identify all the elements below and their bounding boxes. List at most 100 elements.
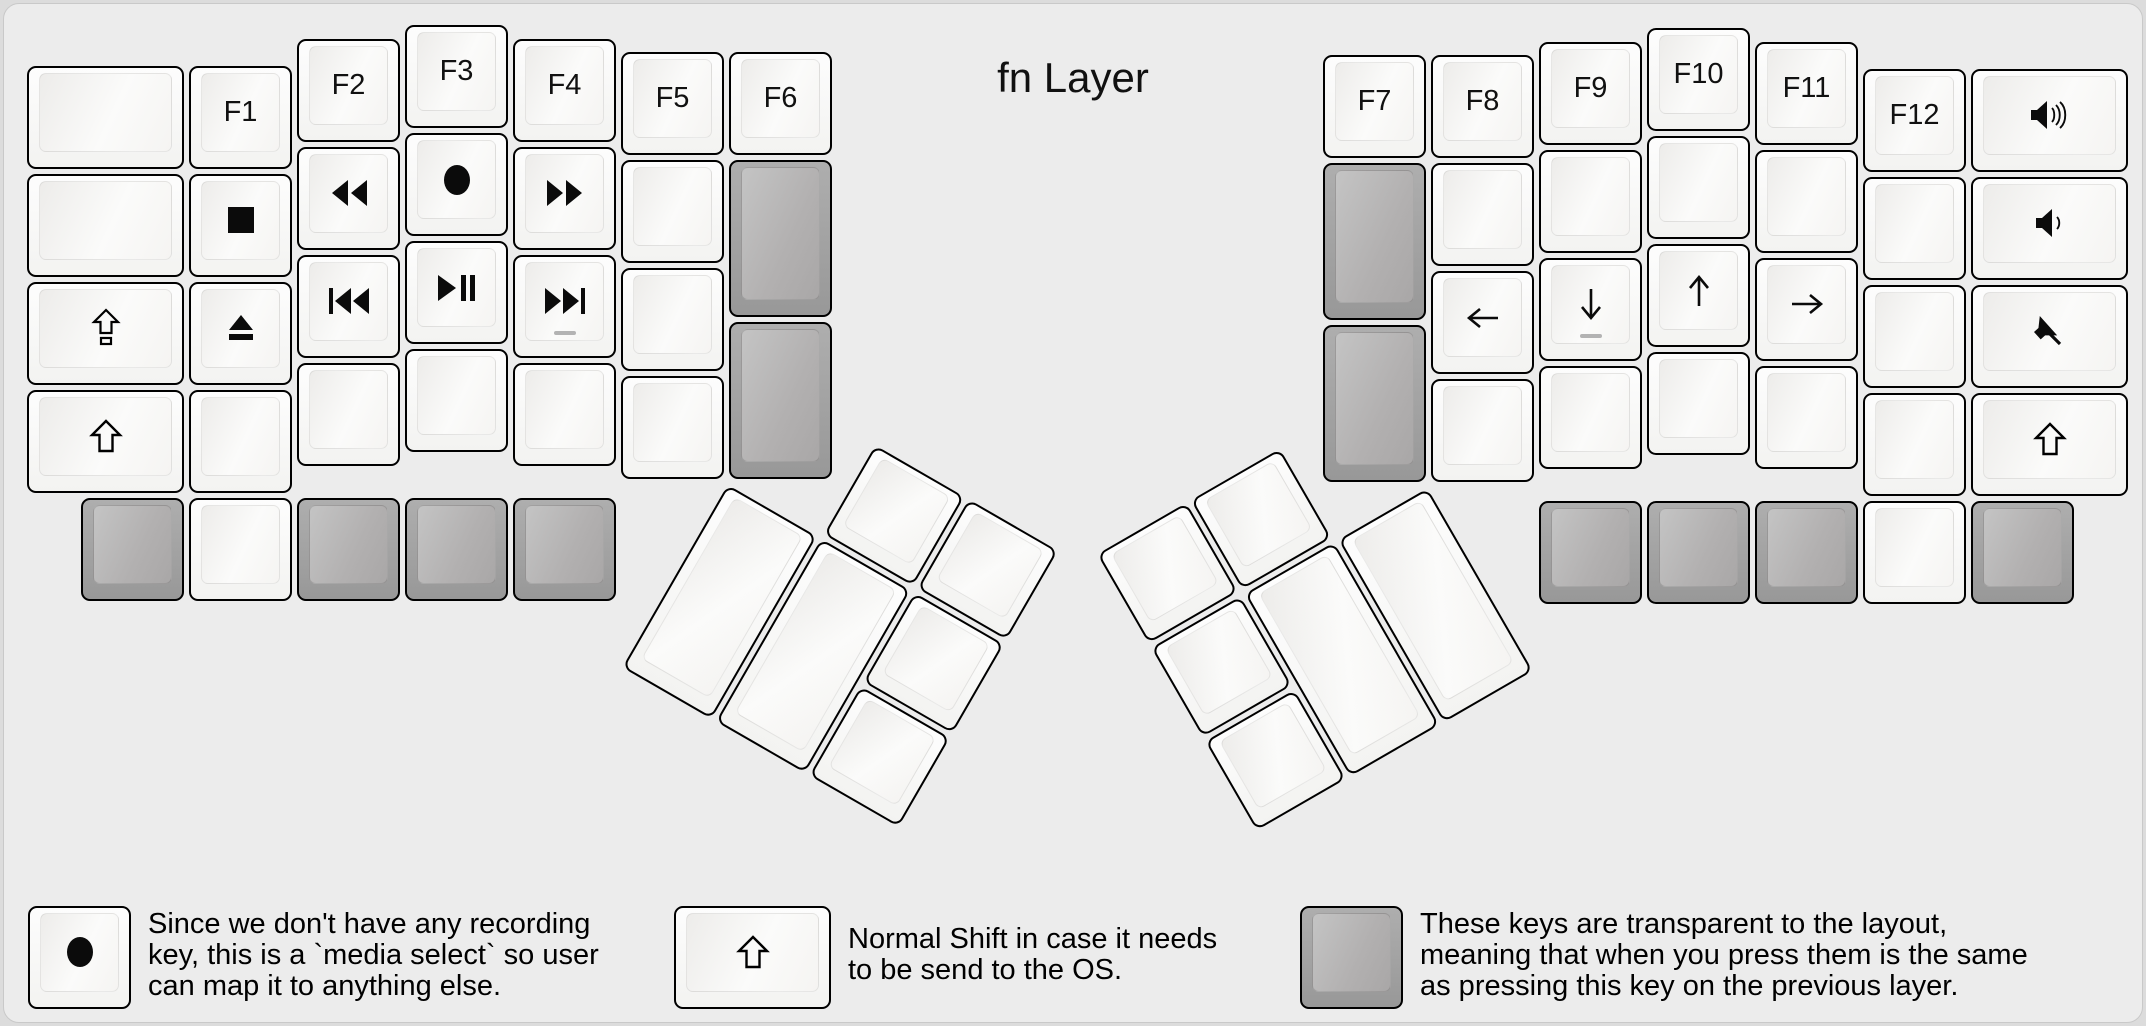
- mute-icon: [2032, 313, 2068, 349]
- key-label: F6: [763, 82, 798, 114]
- key-label: F12: [1889, 98, 1940, 131]
- keycap-surface: [1767, 156, 1846, 236]
- keycap-surface: [201, 180, 280, 260]
- legend-media-select: Since we don't have any recording key, t…: [26, 902, 599, 1009]
- keycap-surface: [1335, 332, 1414, 465]
- legend-key-transparent: [1300, 905, 1403, 1009]
- key-blank: [513, 362, 616, 466]
- key-f3: F3: [405, 25, 508, 128]
- keycap-surface: [1551, 264, 1630, 344]
- key-eject: [189, 281, 292, 385]
- legend-normal-shift: Normal Shift in case it needs to be send…: [672, 902, 1218, 1009]
- keycap-surface: [309, 261, 388, 341]
- keycap-surface: [93, 504, 172, 584]
- keycap-surface: [936, 511, 1045, 620]
- key-rewind: [297, 146, 400, 250]
- key-arrow-down: [1539, 257, 1642, 361]
- keycap-surface: [40, 912, 119, 992]
- key-f9: F9: [1539, 41, 1642, 145]
- key-label: F7: [1357, 85, 1392, 117]
- key-shift-right: [1971, 392, 2128, 496]
- layer-title: fn Layer: [997, 54, 1149, 101]
- key-label: F10: [1673, 58, 1724, 90]
- key-transparent: [297, 497, 400, 601]
- key-blank: [1863, 392, 1966, 496]
- legend-key-shift: [674, 905, 831, 1009]
- key-blank: [1755, 365, 1858, 469]
- caps-lock-icon: [90, 308, 121, 348]
- key-blank: [27, 65, 184, 169]
- key-transparent: [513, 497, 616, 601]
- key-transparent: [729, 322, 832, 479]
- keycap-surface: [1312, 912, 1391, 992]
- keycap-surface: F8: [1443, 62, 1522, 141]
- key-volume-up: [1971, 68, 2128, 172]
- keycap-surface: [1875, 183, 1954, 263]
- keycap-surface: F11: [1767, 48, 1846, 128]
- key-blank: [405, 349, 508, 452]
- arrow-right-icon: [1789, 292, 1825, 316]
- keycap-surface: [1983, 75, 2116, 155]
- key-next-track: [513, 254, 616, 358]
- keycap-surface: [1443, 170, 1522, 249]
- keycap-surface: [39, 396, 172, 476]
- keycap-surface: [201, 396, 280, 476]
- fast-forward-icon: [546, 179, 584, 207]
- rewind-icon: [330, 179, 368, 207]
- key-shift-left: [27, 389, 184, 493]
- keycap-surface: F3: [417, 32, 496, 111]
- key-transparent: [81, 497, 184, 601]
- keycap-surface: [417, 356, 496, 435]
- key-blank: [1431, 379, 1534, 482]
- legend-key-media-select: [28, 905, 131, 1009]
- keycap-surface: [39, 288, 172, 368]
- legend-text: These keys are transparent to the layout…: [1420, 907, 2028, 1002]
- keycap-surface: F4: [525, 45, 604, 125]
- keycap-surface: [1551, 507, 1630, 587]
- keycap-surface: F5: [633, 59, 712, 138]
- key-blank: [1863, 284, 1966, 388]
- keycap-surface: [1111, 514, 1219, 623]
- key-blank: [1539, 365, 1642, 469]
- key-f7: F7: [1323, 55, 1426, 158]
- keycap-surface: [633, 167, 712, 246]
- keycap-surface: [417, 504, 496, 584]
- keycap-surface: [1983, 291, 2116, 371]
- key-label: F2: [331, 68, 366, 101]
- keycap-surface: F9: [1551, 48, 1630, 128]
- keycap-surface: [417, 248, 496, 327]
- keycap-surface: [39, 72, 172, 152]
- keycap-surface: F1: [201, 72, 280, 152]
- key-label: F9: [1573, 71, 1608, 104]
- keycap-surface: [1983, 507, 2062, 587]
- keycap-surface: F10: [1659, 35, 1738, 114]
- key-f8: F8: [1431, 55, 1534, 158]
- key-blank: [621, 160, 724, 263]
- eject-icon: [226, 313, 256, 343]
- legend-text: Since we don't have any recording key, t…: [148, 907, 599, 1002]
- keycap-surface: [525, 504, 604, 584]
- homing-bar: [553, 330, 576, 335]
- stop-icon: [227, 207, 254, 233]
- keycap-surface: [1551, 156, 1630, 236]
- keycap-surface: [686, 912, 819, 992]
- keycap-surface: [1875, 399, 1954, 479]
- arrow-down-icon: [1579, 286, 1603, 322]
- prev-track-icon: [328, 287, 370, 315]
- key-record-media-select: [405, 133, 508, 236]
- keycap-surface: [309, 504, 388, 584]
- key-f4: F4: [513, 38, 616, 142]
- key-transparent: [1647, 500, 1750, 604]
- next-track-icon: [544, 287, 586, 315]
- keycap-surface: [525, 153, 604, 233]
- volume-up-icon: [2028, 98, 2072, 132]
- keycap-surface: [633, 383, 712, 462]
- key-arrow-left: [1431, 271, 1534, 374]
- keycap-surface: [842, 457, 951, 566]
- legend-text: Normal Shift in case it needs to be send…: [848, 923, 1218, 986]
- keycap-surface: [633, 275, 712, 354]
- key-blank: [1539, 149, 1642, 253]
- key-f10: F10: [1647, 28, 1750, 131]
- keycap-surface: [1767, 264, 1846, 344]
